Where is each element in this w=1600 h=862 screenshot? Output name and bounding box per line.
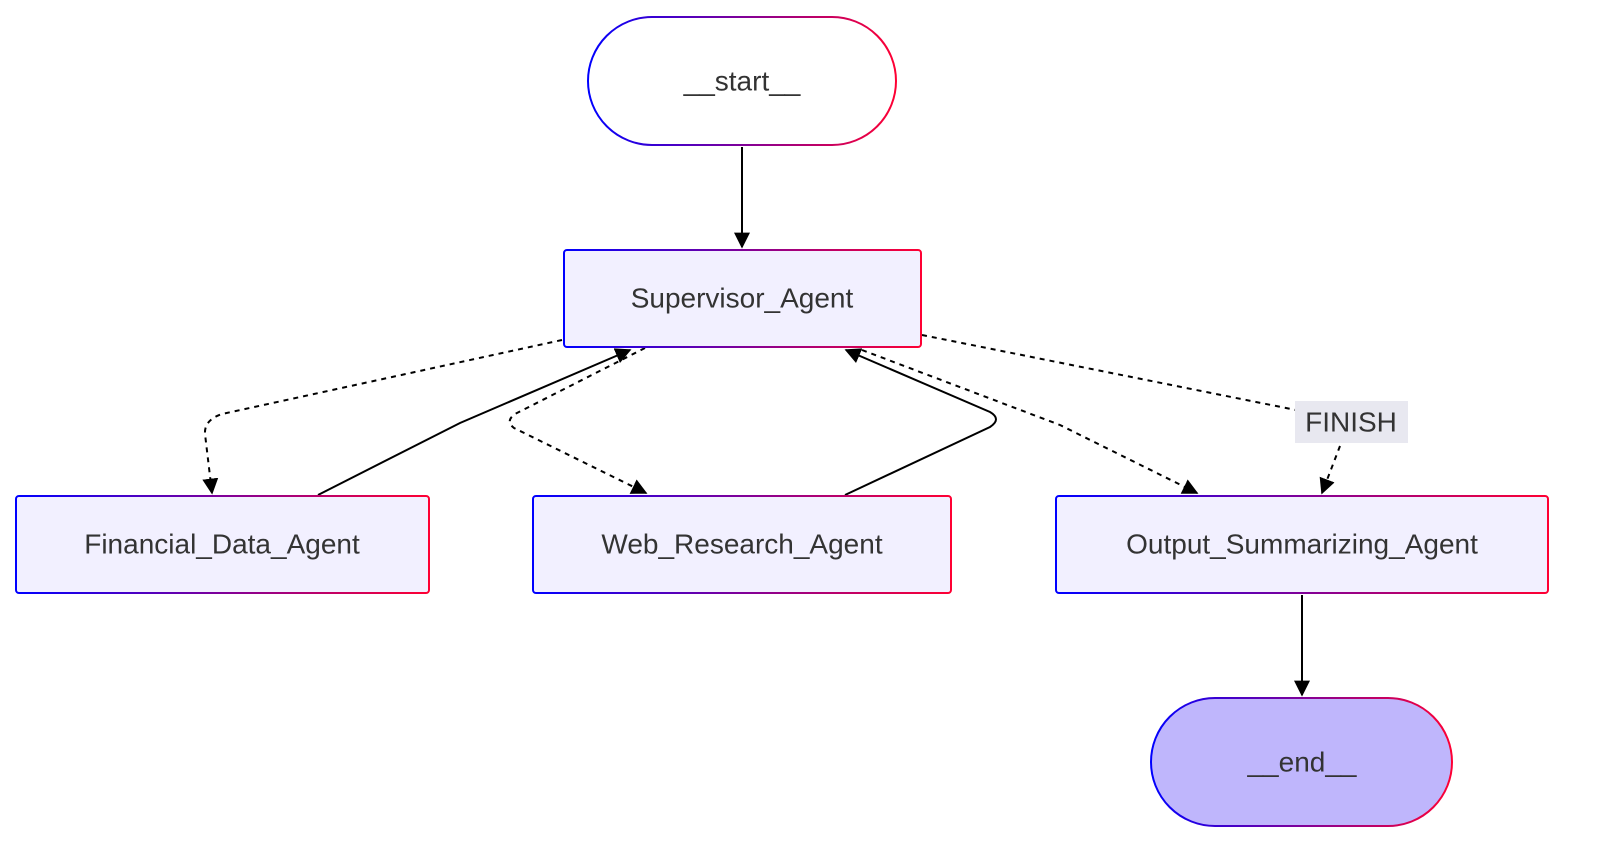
node-web-research-agent[interactable]: Web_Research_Agent — [532, 495, 952, 594]
node-start[interactable]: __start__ — [587, 16, 897, 146]
node-output-summarizing-agent[interactable]: Output_Summarizing_Agent — [1055, 495, 1549, 594]
node-financial-data-agent-label: Financial_Data_Agent — [84, 529, 360, 560]
node-web-research-agent-label: Web_Research_Agent — [601, 529, 882, 560]
node-web-research-agent-shape — [532, 495, 952, 594]
edges — [202, 147, 1341, 697]
node-financial-data-agent-shape — [15, 495, 430, 594]
node-start-label: __start__ — [683, 66, 801, 97]
edge-label-finish-text: FINISH — [1305, 407, 1397, 438]
node-supervisor-agent[interactable]: Supervisor_Agent — [563, 249, 922, 348]
edge-label-finish: FINISH — [1295, 401, 1408, 443]
node-financial-data-agent[interactable]: Financial_Data_Agent — [15, 495, 430, 594]
node-supervisor-agent-label: Supervisor_Agent — [631, 283, 854, 314]
node-end-shape — [1150, 697, 1453, 827]
edge-supervisor-to-output-finish — [921, 334, 1297, 411]
edge-web-to-supervisor — [844, 348, 997, 496]
node-start-shape — [587, 16, 897, 146]
edge-label-finish-bg — [1295, 401, 1408, 443]
node-end[interactable]: __end__ — [1150, 697, 1453, 827]
edge-finish-to-output — [1319, 445, 1341, 495]
node-end-label: __end__ — [1246, 747, 1356, 778]
edge-supervisor-to-financial — [202, 339, 563, 495]
node-output-summarizing-agent-shape — [1055, 495, 1549, 594]
edge-supervisor-to-web — [508, 347, 648, 494]
node-output-summarizing-agent-label: Output_Summarizing_Agent — [1126, 529, 1478, 560]
edge-supervisor-to-output — [861, 349, 1199, 494]
node-supervisor-agent-shape — [563, 249, 922, 348]
edge-financial-to-supervisor — [317, 348, 632, 496]
